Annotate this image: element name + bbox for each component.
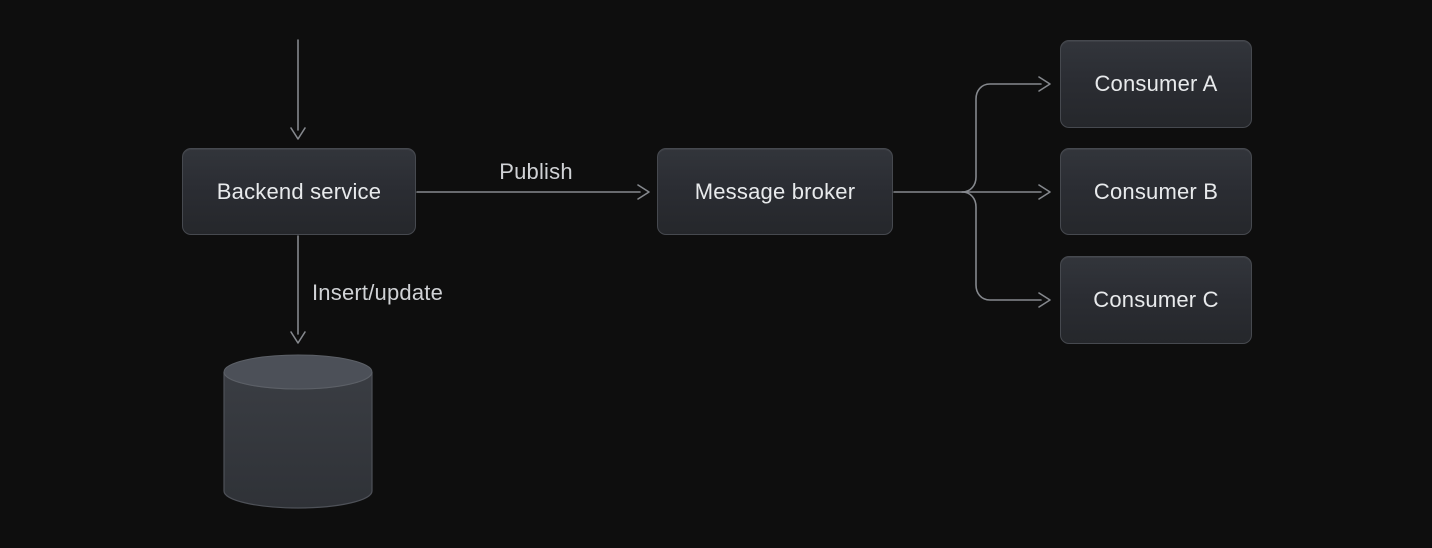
edge-insert-update <box>290 235 306 344</box>
edge-label-publish: Publish <box>499 159 573 184</box>
node-message-broker-label: Message broker <box>694 178 856 204</box>
node-backend-service-label: Backend service <box>216 178 382 204</box>
node-consumer-b: Consumer B <box>1060 148 1252 235</box>
node-consumer-a: Consumer A <box>1060 40 1252 128</box>
arrowhead-down-icon <box>290 331 306 344</box>
node-consumer-c-label: Consumer C <box>1093 287 1219 312</box>
database-cylinder-body <box>223 371 373 509</box>
arrowhead-right-icon <box>1038 292 1051 308</box>
node-consumer-a-label: Consumer A <box>1094 71 1218 96</box>
arrowhead-right-icon <box>1038 184 1051 200</box>
edge-broker-to-consumer-a <box>961 76 1051 193</box>
database-cylinder <box>223 354 373 509</box>
node-message-broker: Message broker <box>657 148 893 235</box>
arrowhead-right-icon <box>637 184 650 200</box>
database-cylinder-top <box>223 354 373 390</box>
edge-broker-to-consumer-c <box>961 191 1051 308</box>
edge-publish <box>416 184 650 200</box>
arrowhead-down-icon <box>290 127 306 140</box>
node-backend-service: Backend service <box>182 148 416 235</box>
arrowhead-right-icon <box>1038 76 1051 92</box>
edge-broker-to-consumer-b <box>893 184 1051 200</box>
edge-label-insert-update: Insert/update <box>312 280 444 305</box>
node-consumer-c: Consumer C <box>1060 256 1252 344</box>
node-consumer-b-label: Consumer B <box>1093 178 1219 204</box>
edge-incoming-to-backend <box>290 39 306 140</box>
